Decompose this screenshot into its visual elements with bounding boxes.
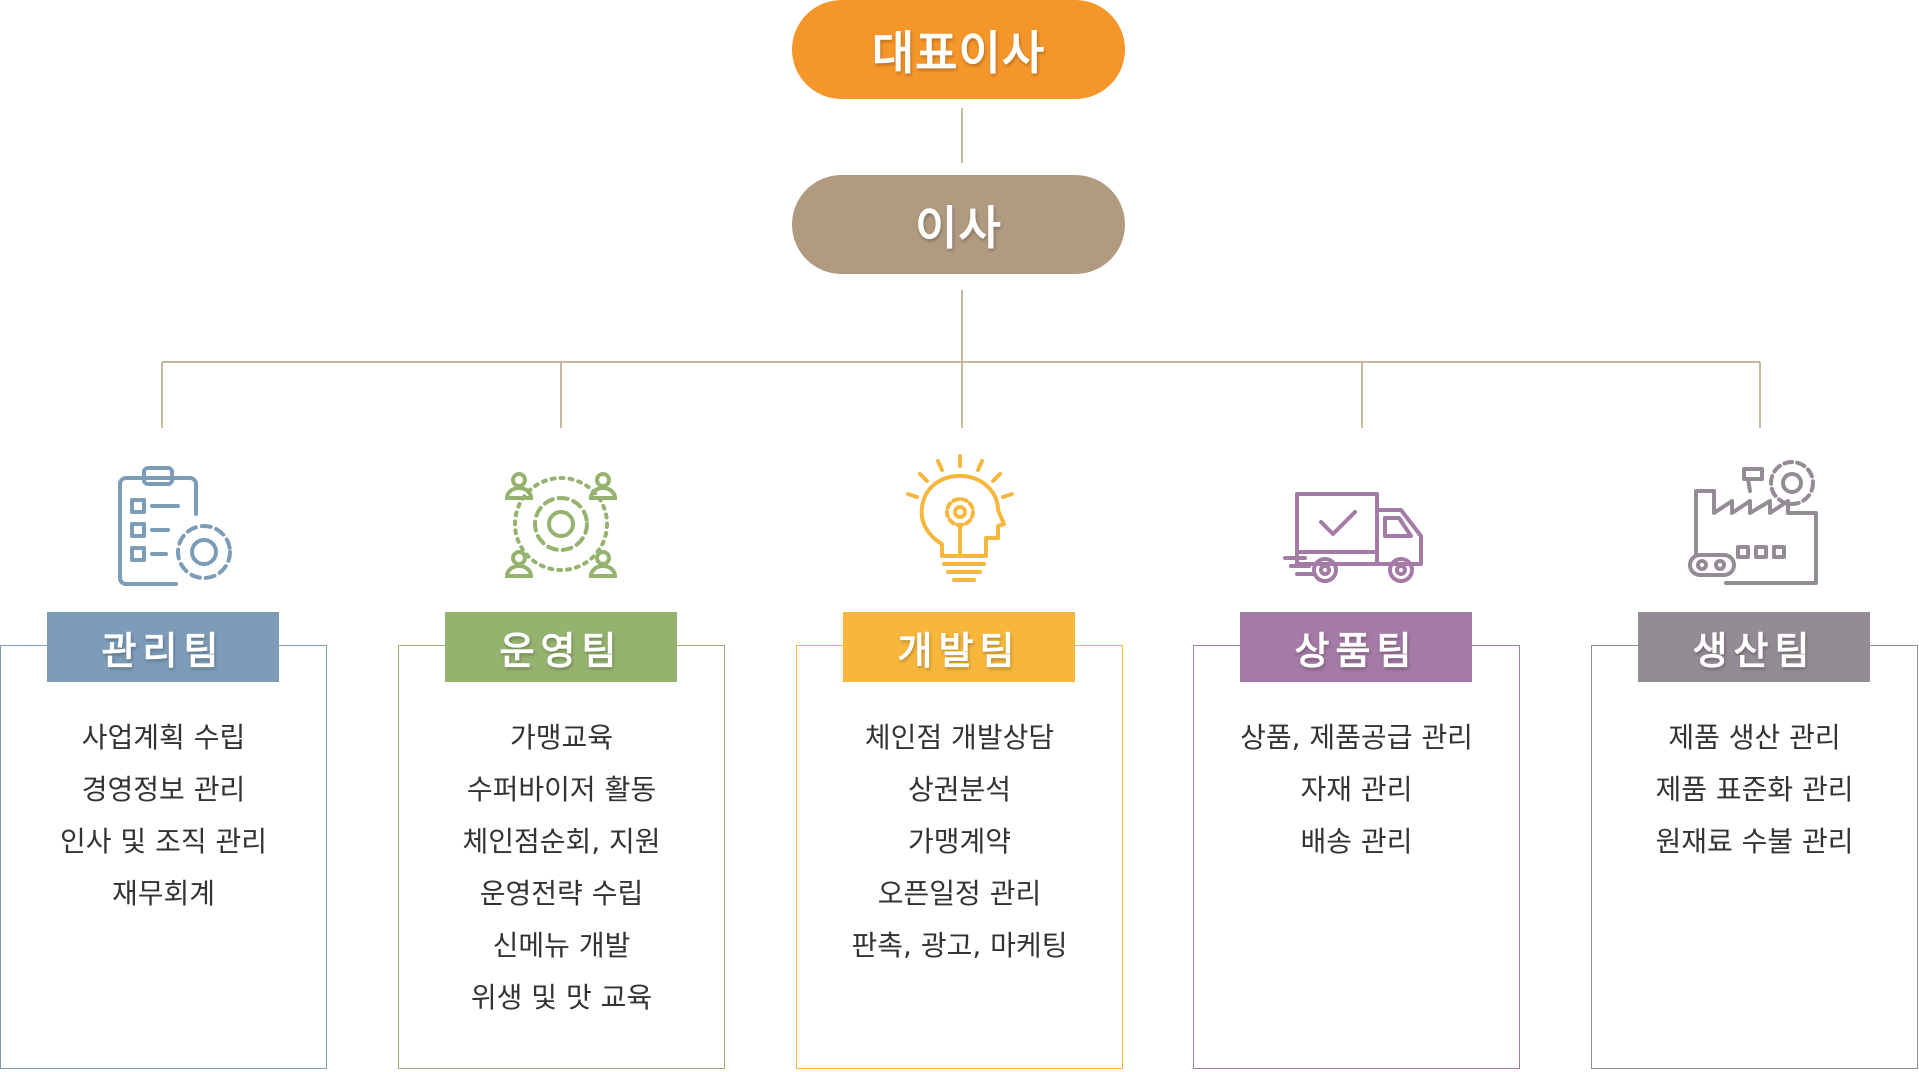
gear-people-icon — [504, 472, 618, 578]
duty-item: 경영정보 관리 — [81, 773, 246, 806]
duty-item: 운영전략 수립 — [479, 877, 644, 910]
duty-item: 가맹교육 — [509, 721, 614, 754]
duty-list-operations: 가맹교육 수퍼바이저 활동 체인점순회, 지원 운영전략 수립 신메뉴 개발 위… — [398, 712, 725, 1024]
duty-item: 재무회계 — [111, 877, 216, 910]
duty-item: 제품 표준화 관리 — [1655, 773, 1854, 806]
duty-list-production: 제품 생산 관리 제품 표준화 관리 원재료 수불 관리 — [1591, 712, 1918, 868]
duty-item: 체인점순회, 지원 — [462, 825, 661, 858]
duty-item: 오픈일정 관리 — [877, 877, 1042, 910]
director-node: 이사 — [792, 175, 1125, 274]
duty-list-product: 상품, 제품공급 관리 자재 관리 배송 관리 — [1193, 712, 1520, 868]
duty-item: 자재 관리 — [1300, 773, 1413, 806]
team-label-development: 개발팀 — [843, 612, 1075, 682]
duty-item: 위생 및 맛 교육 — [470, 981, 653, 1014]
ceo-node: 대표이사 — [792, 0, 1125, 99]
duty-item: 원재료 수불 관리 — [1655, 825, 1854, 858]
team-label-product: 상품팀 — [1240, 612, 1472, 682]
team-label-management: 관리팀 — [47, 612, 279, 682]
duty-item: 가맹계약 — [907, 825, 1012, 858]
lightbulb-head-icon — [906, 454, 1014, 582]
duty-item: 사업계획 수립 — [81, 721, 246, 754]
duty-item: 배송 관리 — [1300, 825, 1413, 858]
duty-list-development: 체인점 개발상담 상권분석 가맹계약 오픈일정 관리 판촉, 광고, 마케팅 — [796, 712, 1123, 972]
team-label-operations: 운영팀 — [445, 612, 677, 682]
clipboard-gear-icon — [118, 466, 232, 586]
duty-item: 제품 생산 관리 — [1668, 721, 1841, 754]
duty-item: 체인점 개발상담 — [864, 721, 1055, 754]
team-label-production: 생산팀 — [1638, 612, 1870, 682]
delivery-truck-icon — [1283, 492, 1423, 583]
duty-list-management: 사업계획 수립 경영정보 관리 인사 및 조직 관리 재무회계 — [0, 712, 327, 920]
factory-gear-icon — [1688, 460, 1818, 585]
duty-item: 판촉, 광고, 마케팅 — [851, 929, 1068, 962]
duty-item: 인사 및 조직 관리 — [59, 825, 268, 858]
duty-item: 상품, 제품공급 관리 — [1240, 721, 1473, 754]
duty-item: 신메뉴 개발 — [492, 929, 631, 962]
duty-item: 상권분석 — [907, 773, 1012, 806]
duty-item: 수퍼바이저 활동 — [466, 773, 657, 806]
